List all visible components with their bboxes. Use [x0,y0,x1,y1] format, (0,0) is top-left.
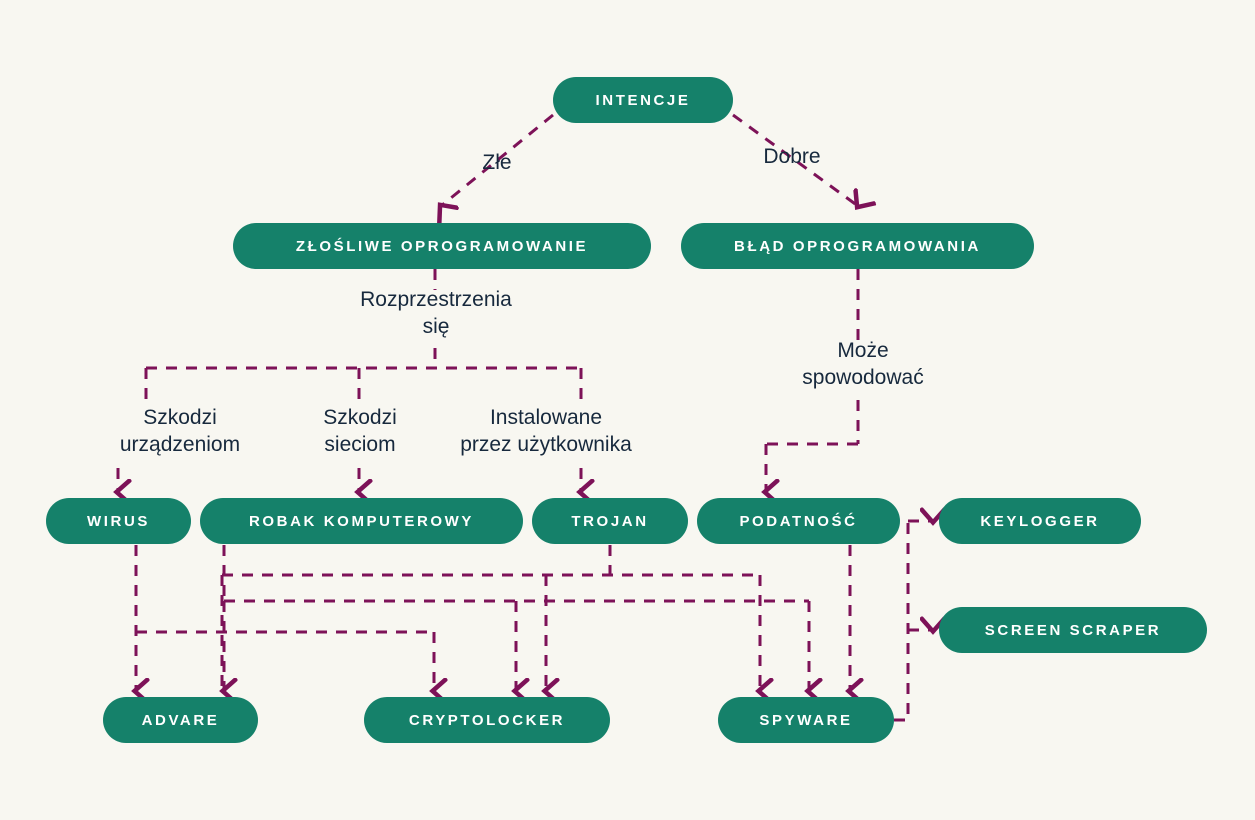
edge-label-szkodzi-sieciom: Szkodzi sieciom [323,406,397,456]
node-label: SPYWARE [759,711,853,729]
node-intencje[interactable]: INTENCJE [553,77,733,123]
node-label: ROBAK KOMPUTEROWY [248,512,475,530]
node-podatnosc[interactable]: PODATNOŚĆ [697,498,900,544]
node-label: ADVARE [141,711,220,729]
node-wirus[interactable]: WIRUS [46,498,191,544]
node-zlosliwe-oprogramowanie[interactable]: ZŁOŚLIWE OPROGRAMOWANIE [233,223,651,269]
node-label: TROJAN [571,512,649,530]
node-label: SCREEN SCRAPER [984,621,1162,639]
node-advare[interactable]: ADVARE [103,697,258,743]
edge-label-zle: Złe [482,151,512,174]
node-label: ZŁOŚLIWE OPROGRAMOWANIE [295,237,589,255]
node-robak-komputerowy[interactable]: ROBAK KOMPUTEROWY [200,498,523,544]
node-keylogger[interactable]: KEYLOGGER [939,498,1141,544]
node-label: CRYPTOLOCKER [408,711,566,729]
edge-spyware-riser [894,521,910,722]
node-label: KEYLOGGER [980,512,1100,530]
edge-label-szkodzi-urzadzeniom: Szkodzi urządzeniom [119,406,241,456]
node-screen-scraper[interactable]: SCREEN SCRAPER [939,607,1207,653]
edge-label-rozprzestrzenia-sie: Rozprzestrzenia się [360,288,512,338]
node-label: BŁĄD OPROGRAMOWANIA [734,237,981,255]
edge-label-moze-spowodowac: Może spowodować [802,339,924,389]
node-label: INTENCJE [595,91,691,109]
node-trojan[interactable]: TROJAN [532,498,688,544]
node-spyware[interactable]: SPYWARE [718,697,894,743]
node-label: WIRUS [87,512,150,530]
edge-label-dobre: Dobre [763,145,821,168]
edge-label-instalowane-przez-uzytkownika: Instalowane przez użytkownika [460,406,632,456]
node-label: PODATNOŚĆ [739,512,858,530]
node-blad-oprogramowania[interactable]: BŁĄD OPROGRAMOWANIA [681,223,1034,269]
node-cryptolocker[interactable]: CRYPTOLOCKER [364,697,610,743]
